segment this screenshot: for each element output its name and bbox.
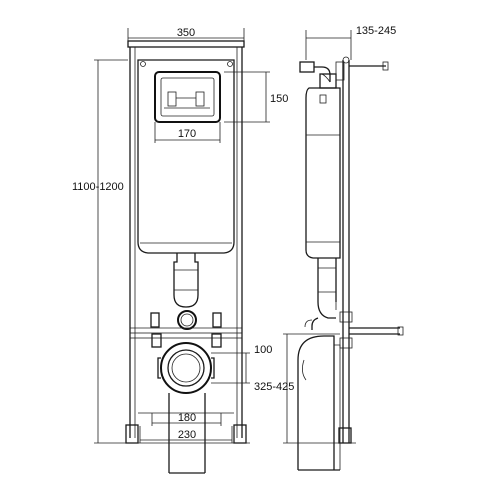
dim-frame-width: 350	[177, 27, 195, 39]
dim-outer-spacing: 230	[178, 429, 196, 441]
foot-right	[233, 424, 247, 444]
water-pipe-ring	[177, 310, 197, 330]
dim-panel-width: 170	[178, 128, 196, 140]
side-view	[297, 56, 404, 471]
bracket-left	[150, 312, 160, 328]
side-dimensions: 135-245 325-425	[254, 25, 396, 444]
dim-drain-height: 325-425	[254, 381, 294, 393]
top-crossbar	[127, 40, 245, 48]
screw	[140, 61, 146, 67]
cistern	[137, 59, 235, 254]
dim-panel-height: 150	[270, 93, 288, 105]
front-view	[122, 40, 250, 474]
bracket-right	[212, 312, 222, 328]
foot-left	[125, 424, 139, 444]
dim-depth: 135-245	[356, 25, 396, 37]
flush-plate-opening	[154, 71, 221, 123]
front-dimensions: 350 150 170 1100-1200 100 180 230	[72, 27, 288, 444]
flush-pipe	[173, 253, 199, 308]
lower-crossbar	[129, 332, 243, 339]
dim-pipe-diameter: 100	[254, 344, 272, 356]
side-drain-bowl	[297, 335, 335, 470]
dim-inner-spacing: 180	[178, 412, 196, 424]
screw	[227, 61, 233, 67]
drain-fitting	[160, 342, 212, 394]
side-cistern	[305, 87, 341, 259]
dim-frame-height: 1100-1200	[72, 181, 124, 193]
